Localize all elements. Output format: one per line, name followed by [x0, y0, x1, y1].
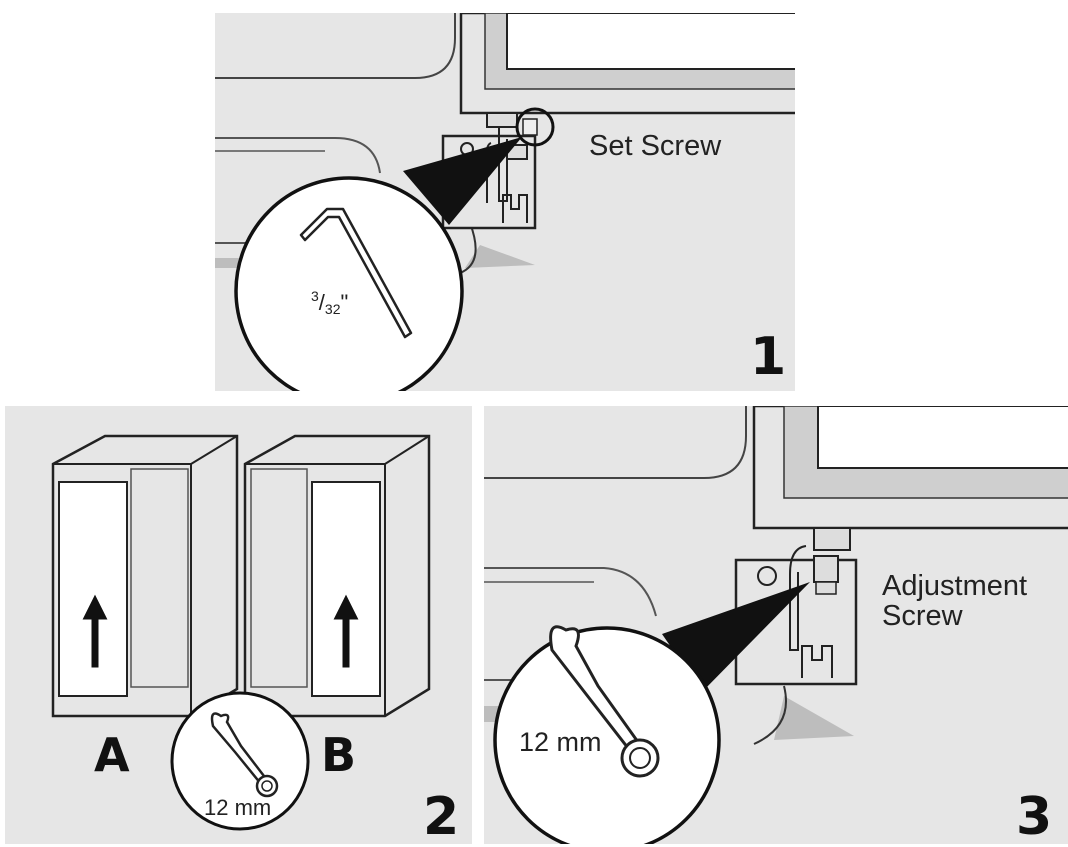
variant-a-label: A — [94, 728, 130, 782]
adjustment-screw-label-line-2: Screw — [882, 600, 963, 632]
step-2-panel: A B 12 mm 2 — [5, 406, 472, 844]
step-number-1: 1 — [750, 327, 787, 387]
hex-key-size-label: 3/32" — [311, 289, 348, 316]
set-screw-label: Set Screw — [589, 130, 722, 162]
hex-key-size-slash: / — [318, 290, 325, 315]
wrench-icon — [549, 625, 660, 778]
step-2-illustration — [51, 434, 431, 831]
step-1-illustration — [215, 13, 795, 391]
hex-key-size-unit: " — [340, 290, 349, 315]
wrench-size-label: 12 mm — [519, 727, 602, 757]
wrench-size-label: 12 mm — [204, 795, 272, 820]
hex-key-size-numerator: 3 — [311, 288, 319, 304]
step-3-panel: Adjustment Screw 12 mm 3 — [484, 406, 1068, 844]
cabinet-a — [51, 434, 239, 718]
adjustment-screw-label-line-1: Adjustment — [882, 570, 1028, 602]
step-number-2: 2 — [423, 787, 460, 844]
variant-b-label: B — [321, 728, 357, 782]
step-number-3: 3 — [1016, 787, 1053, 844]
hex-key-size-denominator: 32 — [324, 301, 341, 317]
step-1-panel: Set Screw 3/32" 1 — [215, 13, 795, 391]
step-3-illustration — [484, 406, 1068, 844]
cabinet-b — [243, 434, 431, 718]
wrench-icon — [210, 712, 279, 798]
